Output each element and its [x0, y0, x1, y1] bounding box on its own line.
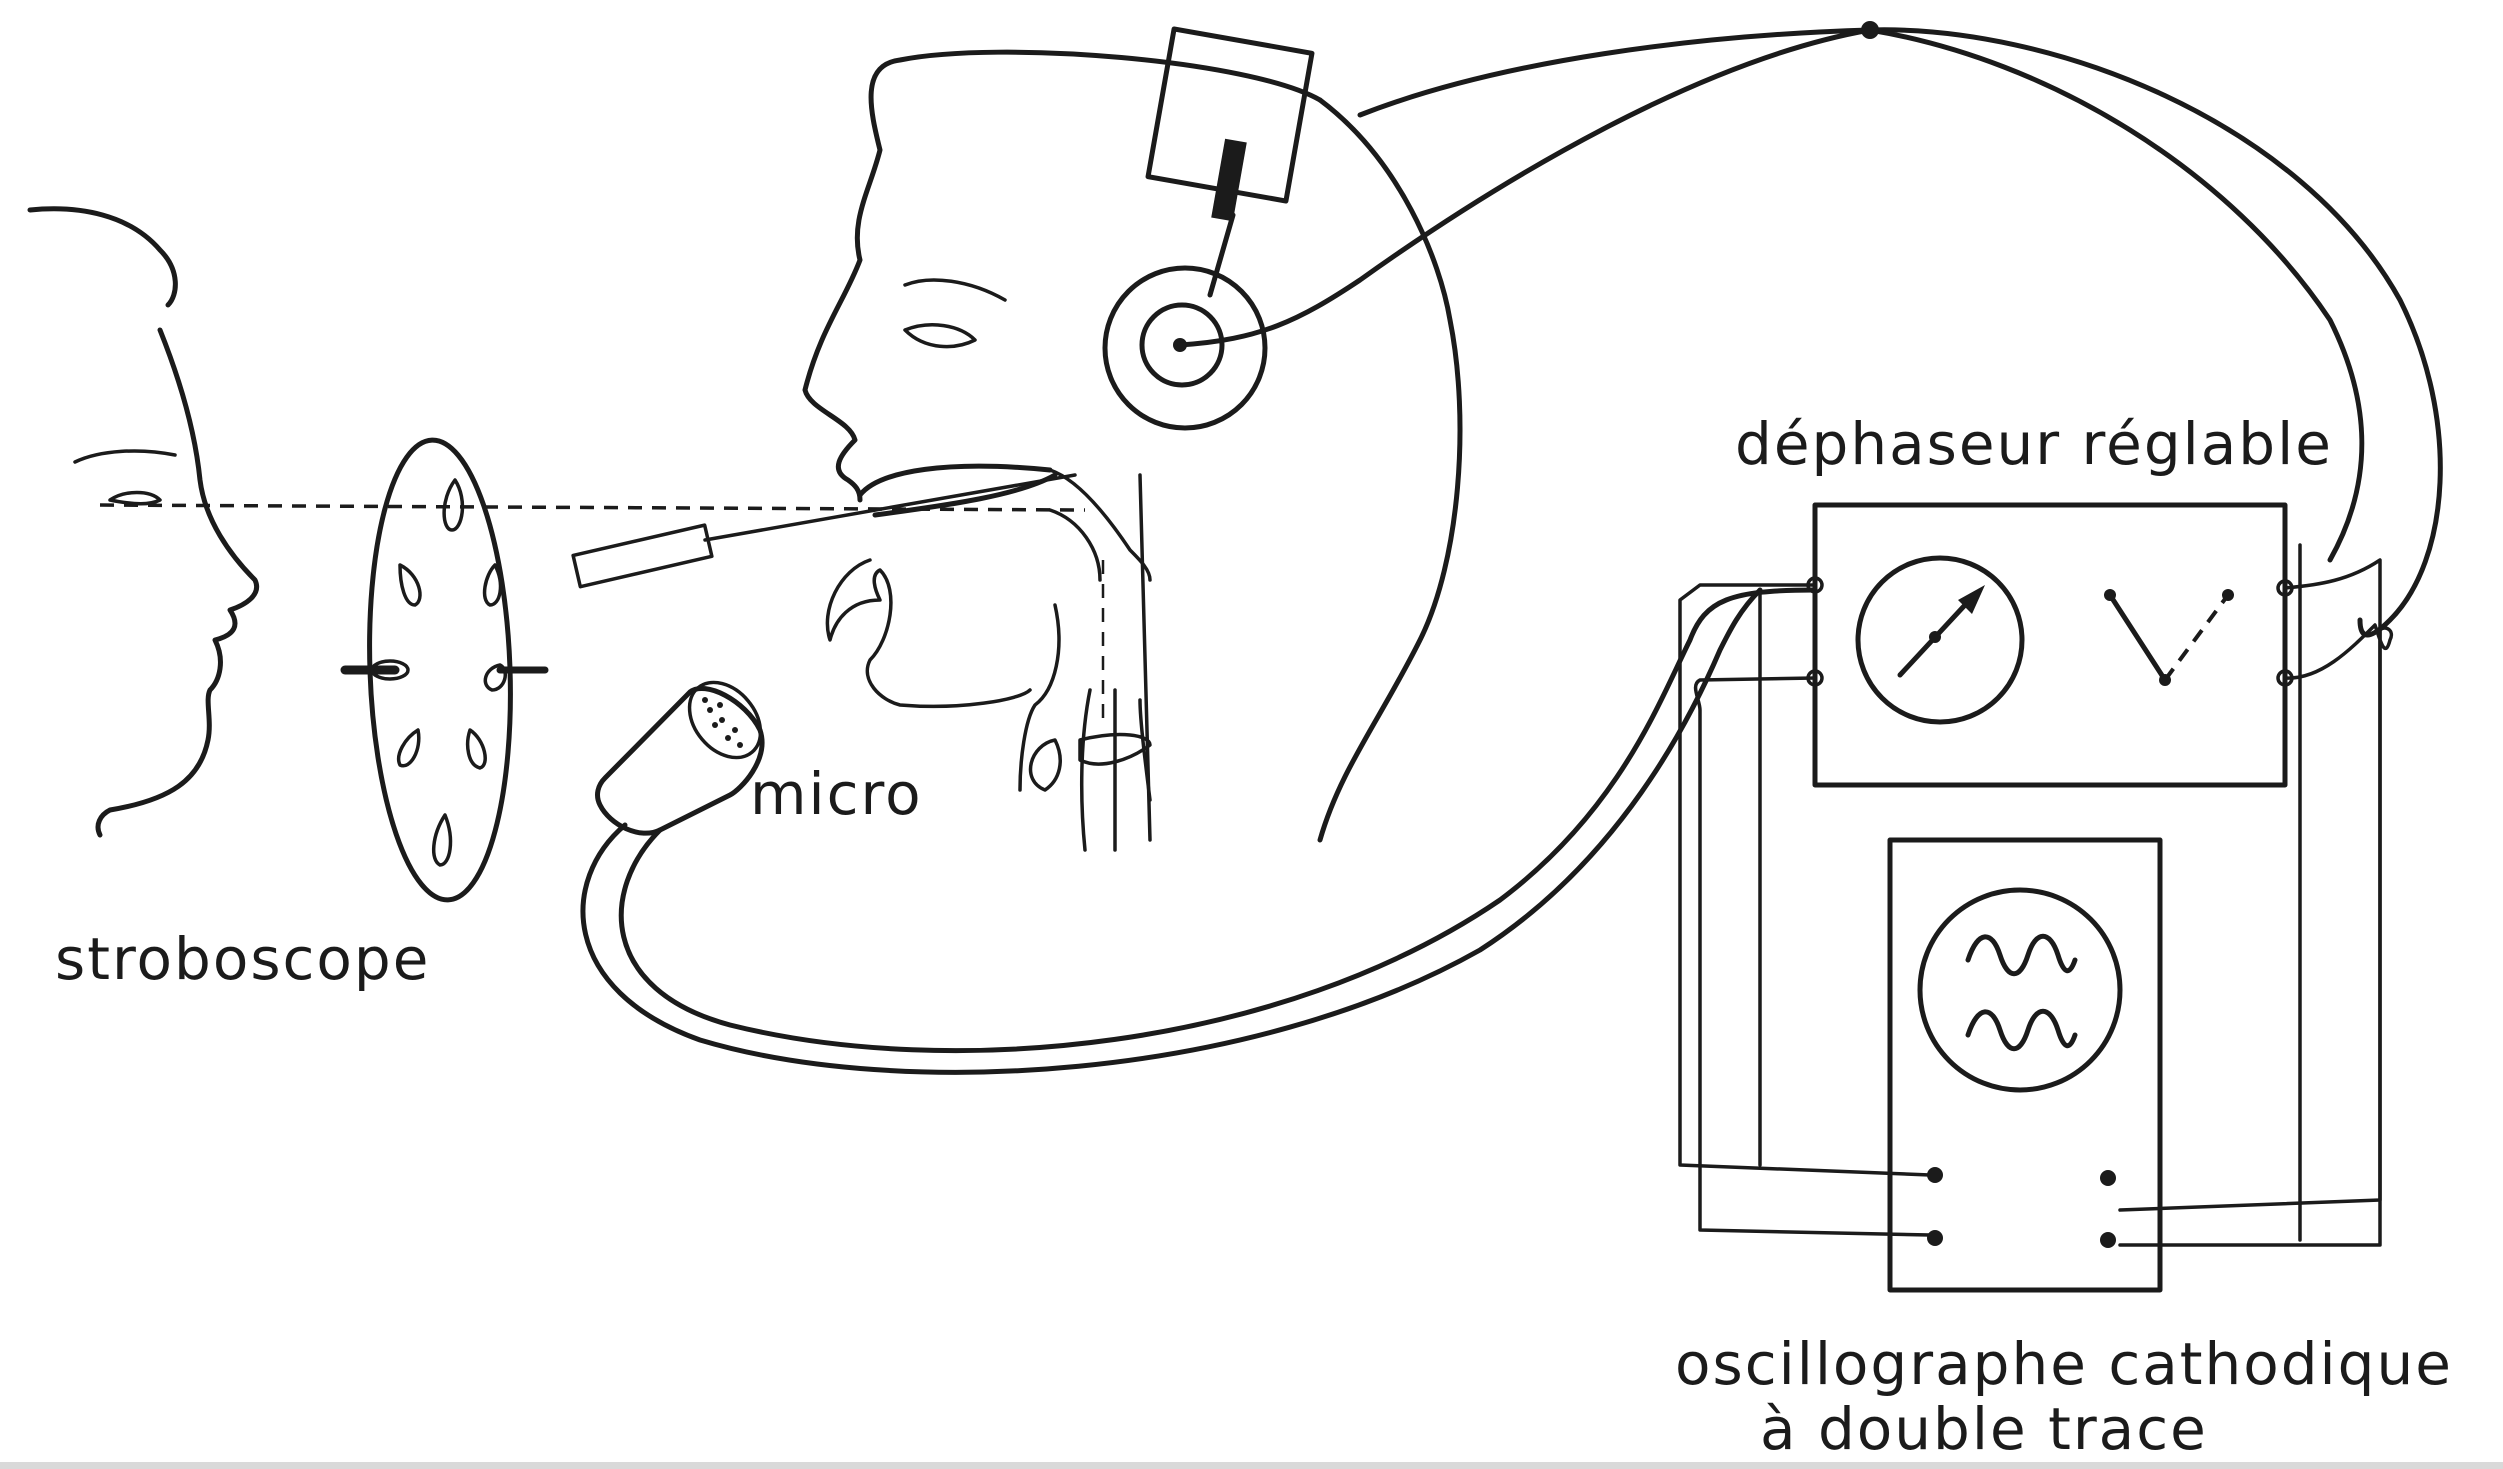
microphone [598, 669, 775, 834]
phase-shifter-box [1808, 505, 2292, 785]
observer-eyebrow [75, 451, 175, 462]
page-bottom-edge [0, 1462, 2503, 1469]
observer-eye [110, 493, 160, 504]
subject-head [805, 52, 1460, 850]
label-stroboscope: stroboscope [55, 930, 430, 988]
observer-face [30, 209, 257, 835]
label-micro: micro [750, 765, 923, 823]
label-oscillographe-line1: oscillographe cathodique [1675, 1335, 2453, 1393]
headphone [1105, 29, 1312, 428]
label-dephaseur: déphaseur réglable [1735, 415, 2333, 473]
oscilloscope [1890, 840, 2160, 1290]
tongue-electrode [573, 475, 1075, 587]
cable-junction [1861, 21, 1879, 39]
label-oscillographe-line2: à double trace [1760, 1400, 2208, 1458]
